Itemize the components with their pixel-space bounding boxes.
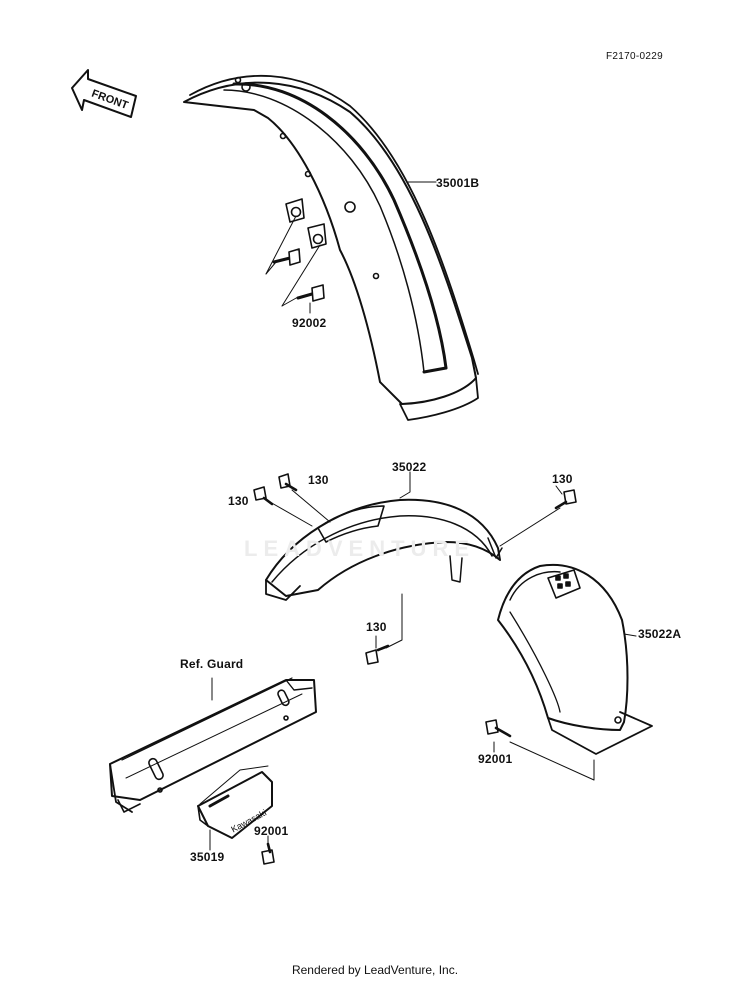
- label-35022[interactable]: 35022: [392, 460, 427, 474]
- footer-credit: Rendered by LeadVenture, Inc.: [291, 963, 459, 977]
- label-92001-plate[interactable]: 92001: [254, 824, 289, 838]
- label-35001b[interactable]: 35001B: [436, 176, 480, 190]
- label-92001-flap[interactable]: 92001: [478, 752, 513, 766]
- front-fender-bolts: [265, 215, 325, 314]
- label-35022a[interactable]: 35022A: [638, 627, 682, 641]
- watermark: LEADVENTURE: [244, 536, 476, 561]
- plate-bolt: [261, 842, 275, 865]
- label-130-bottom[interactable]: 130: [366, 620, 387, 634]
- flap-bolt: [485, 719, 512, 738]
- diagram-code: F2170-0229: [606, 51, 663, 62]
- label-92002[interactable]: 92002: [292, 316, 327, 330]
- label-130-right[interactable]: 130: [552, 472, 573, 486]
- front-arrow-icon: FRONT: [71, 69, 137, 118]
- rear-fender-35022: [265, 498, 503, 601]
- label-35019[interactable]: 35019: [190, 850, 225, 864]
- front-fender-35001b: [183, 74, 479, 421]
- label-130-top[interactable]: 130: [308, 473, 329, 487]
- label-ref-guard[interactable]: Ref. Guard: [180, 657, 244, 671]
- ref-guard: [109, 677, 317, 813]
- mud-flap-35022a: [497, 563, 653, 755]
- rear-fender-bolts: [253, 473, 577, 665]
- label-130-left[interactable]: 130: [228, 494, 249, 508]
